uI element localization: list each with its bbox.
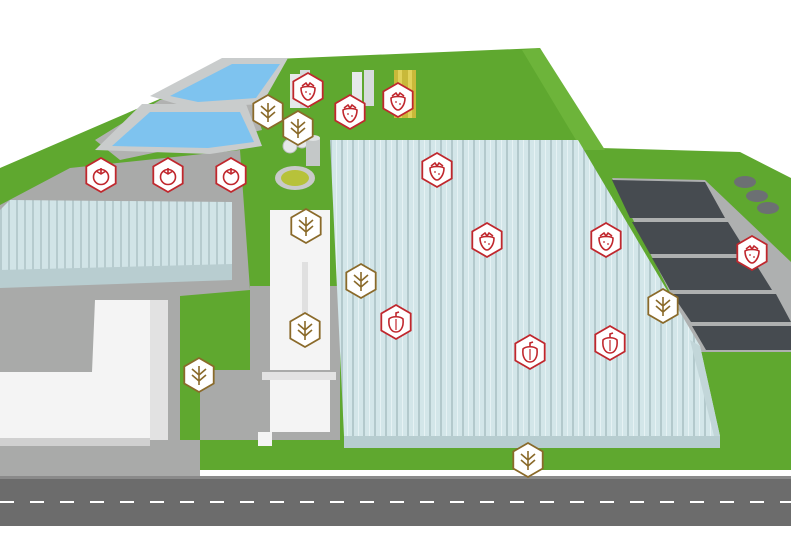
marker-hexagon xyxy=(152,156,184,194)
greenhouse-main xyxy=(330,140,720,448)
pepper-icon xyxy=(602,332,618,354)
marker-pepper-3[interactable] xyxy=(594,324,626,362)
marker-hexagon xyxy=(215,156,247,194)
strawberry-icon xyxy=(342,103,358,123)
pepper-icon xyxy=(522,341,538,363)
plant-icon xyxy=(191,366,207,385)
plant-icon xyxy=(260,103,276,122)
marker-strawberry-4[interactable] xyxy=(421,151,453,189)
building-west xyxy=(0,300,168,446)
marker-plant-3[interactable] xyxy=(290,207,322,245)
marker-plant-7[interactable] xyxy=(647,287,679,325)
water-basin-lower xyxy=(95,104,262,154)
marker-plant-8[interactable] xyxy=(512,441,544,479)
marker-plant-2[interactable] xyxy=(282,109,314,147)
marker-strawberry-3[interactable] xyxy=(382,81,414,119)
strawberry-icon xyxy=(598,231,614,251)
strawberry-icon xyxy=(300,81,316,101)
main-road xyxy=(0,476,791,526)
marker-hexagon xyxy=(85,156,117,194)
plant-icon xyxy=(297,321,313,340)
greenhouse-west xyxy=(0,200,232,288)
marker-tomato-3[interactable] xyxy=(215,156,247,194)
plant-icon xyxy=(353,272,369,291)
strawberry-icon xyxy=(429,161,445,181)
marker-hexagon xyxy=(421,151,453,189)
tomato-icon xyxy=(222,168,240,186)
marker-plant-6[interactable] xyxy=(183,356,215,394)
marker-strawberry-7[interactable] xyxy=(736,234,768,272)
marker-hexagon xyxy=(292,71,324,109)
marker-tomato-1[interactable] xyxy=(85,156,117,194)
marker-hexagon xyxy=(590,221,622,259)
marker-strawberry-1[interactable] xyxy=(292,71,324,109)
marker-strawberry-2[interactable] xyxy=(334,93,366,131)
marker-tomato-2[interactable] xyxy=(152,156,184,194)
pepper-icon xyxy=(388,311,404,333)
marker-strawberry-5[interactable] xyxy=(471,221,503,259)
strawberry-icon xyxy=(479,231,495,251)
plant-icon xyxy=(655,297,671,316)
strawberry-icon xyxy=(744,244,760,264)
marker-hexagon xyxy=(471,221,503,259)
marker-plant-5[interactable] xyxy=(289,311,321,349)
plant-icon xyxy=(290,119,306,138)
tomato-icon xyxy=(92,168,110,186)
plant-icon xyxy=(298,217,314,236)
map-markers xyxy=(85,71,768,479)
marker-hexagon xyxy=(334,93,366,131)
marker-pepper-1[interactable] xyxy=(380,303,412,341)
strawberry-icon xyxy=(390,91,406,111)
marker-hexagon xyxy=(736,234,768,272)
solar-panels xyxy=(612,176,791,350)
marker-hexagon xyxy=(382,81,414,119)
marker-plant-1[interactable] xyxy=(252,93,284,131)
tomato-icon xyxy=(159,168,177,186)
marker-plant-4[interactable] xyxy=(345,262,377,300)
marker-pepper-2[interactable] xyxy=(514,333,546,371)
plant-icon xyxy=(520,451,536,470)
water-basin-upper xyxy=(150,58,288,108)
marker-strawberry-6[interactable] xyxy=(590,221,622,259)
